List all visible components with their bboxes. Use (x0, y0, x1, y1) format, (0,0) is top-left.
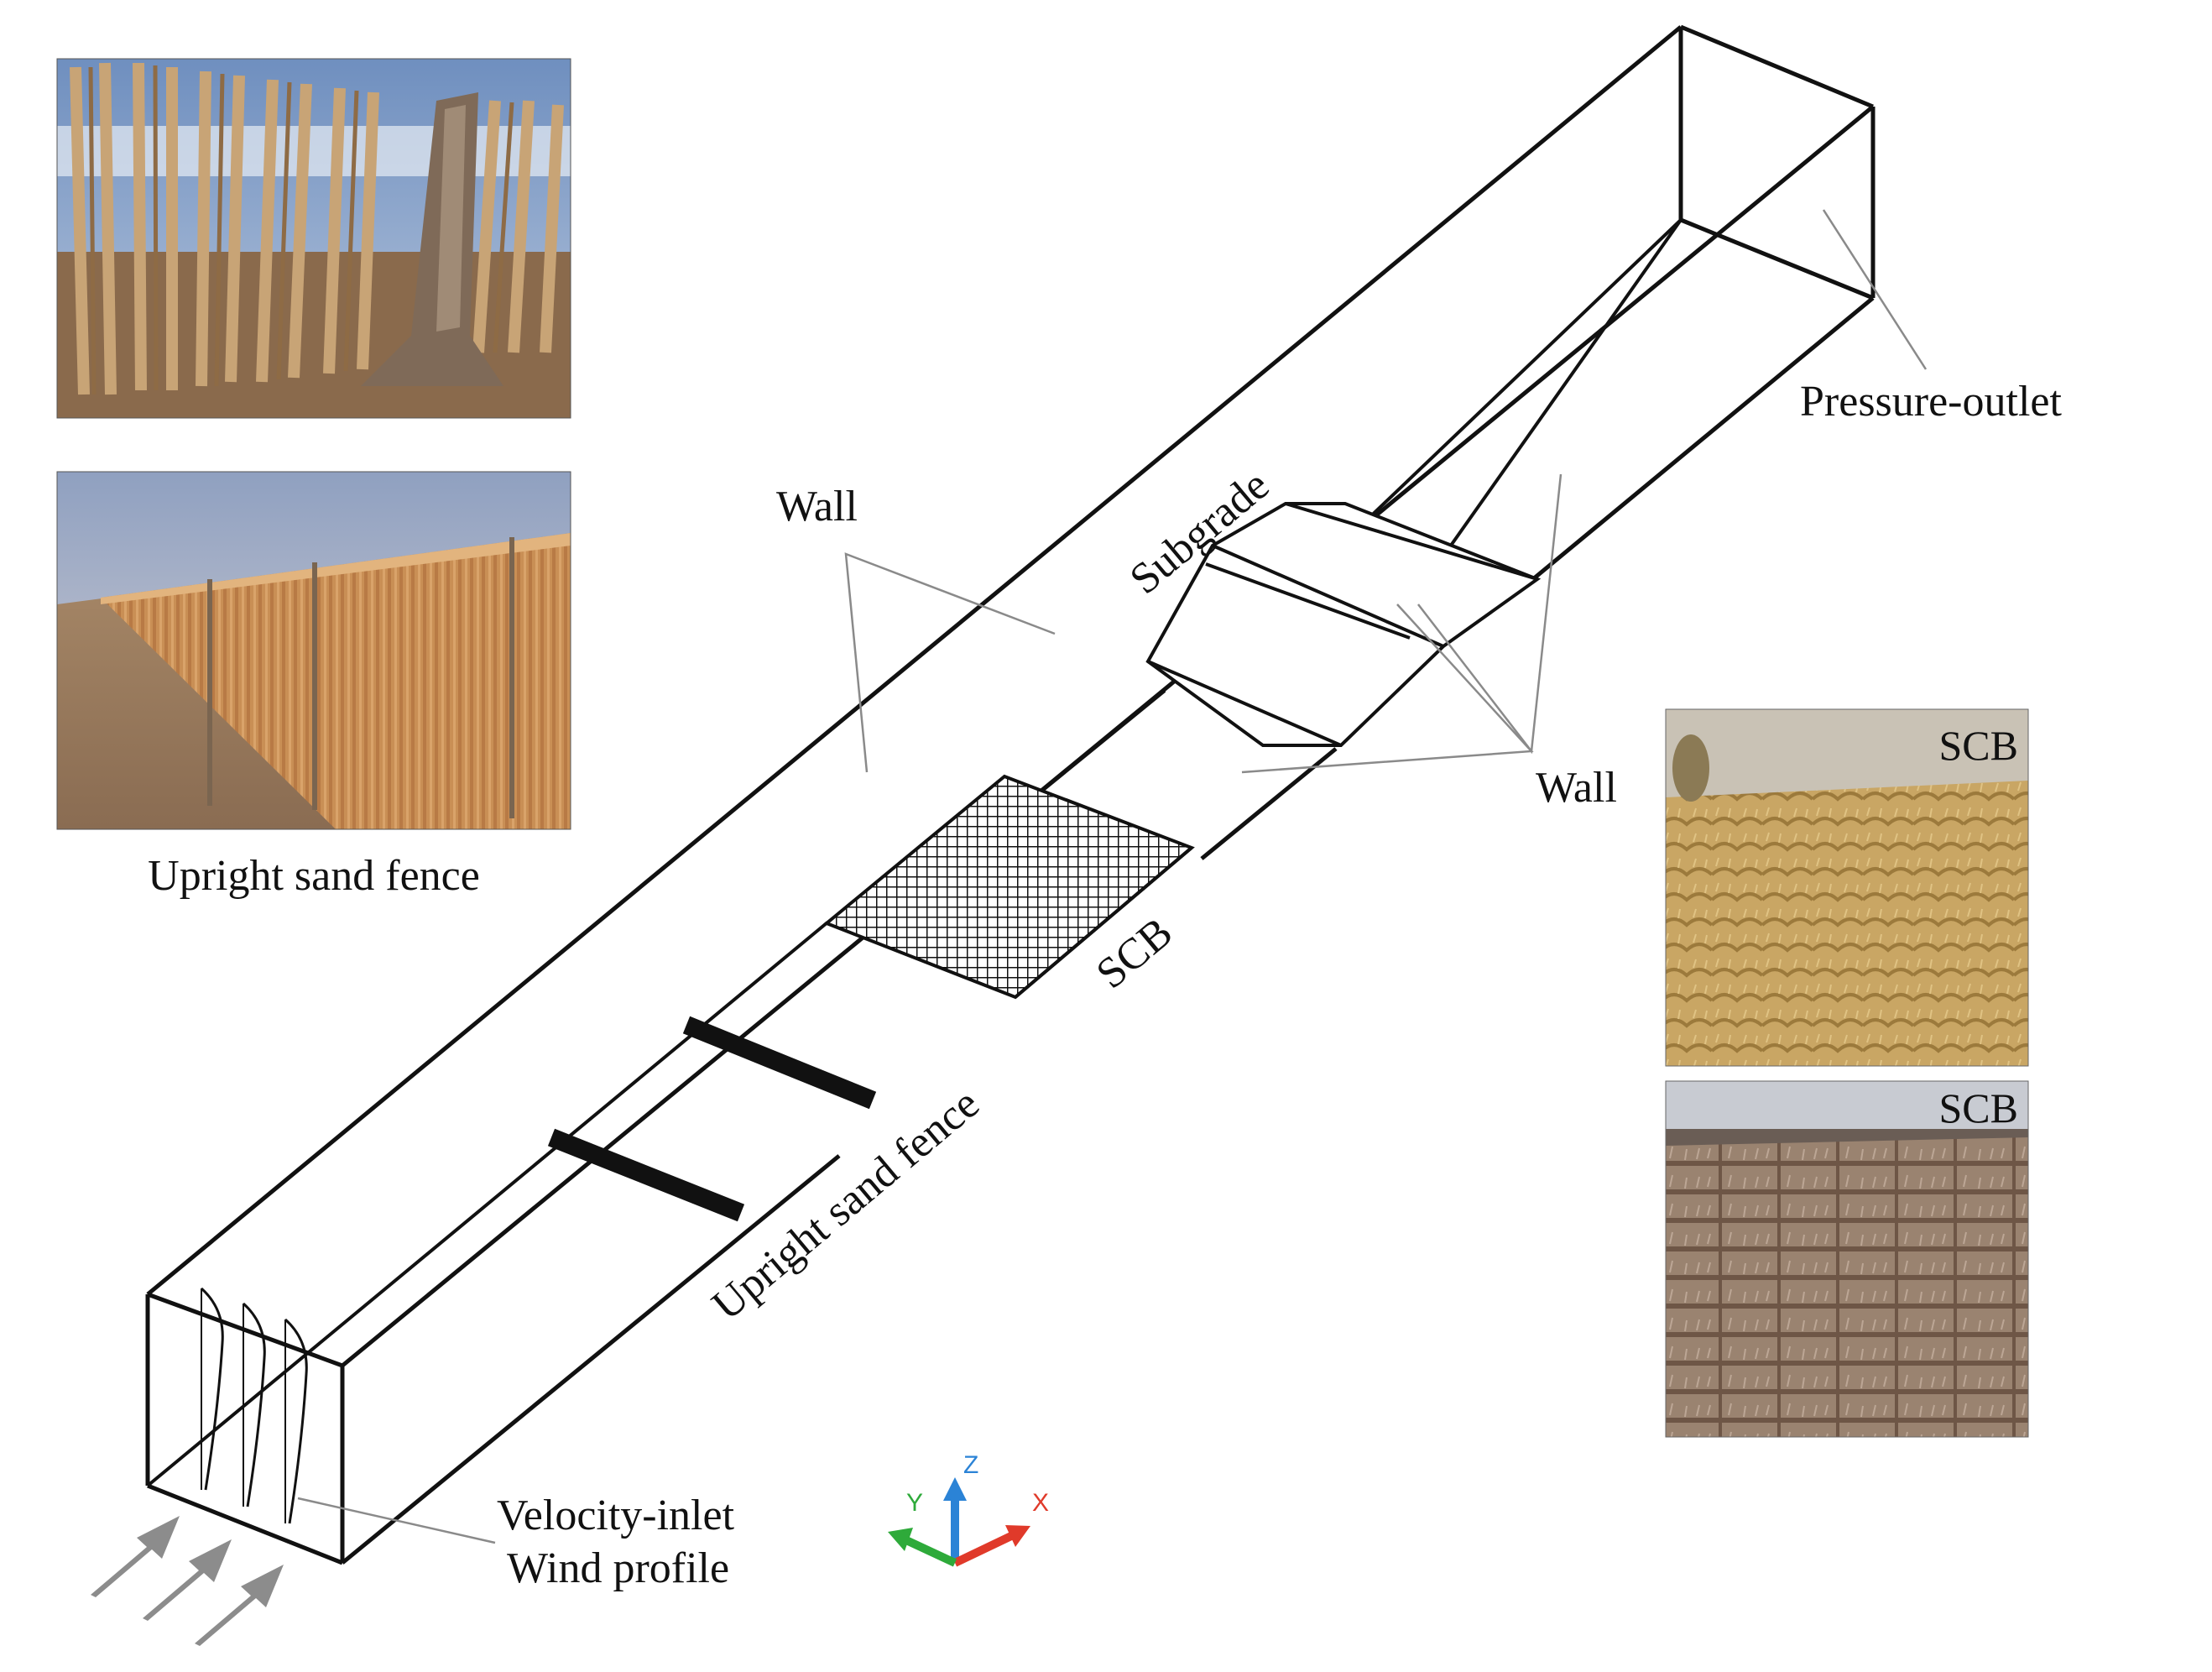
leader-lines (297, 209, 1928, 1544)
wind-arrows (91, 1516, 284, 1646)
wall-label-right: Wall (1536, 764, 1617, 812)
domain-inlet-top (147, 1292, 343, 1368)
axis-y-icon (904, 1536, 957, 1567)
scb-photo-tag-top: SCB (1938, 722, 2018, 769)
wind-profile-curves (201, 1287, 308, 1524)
wall-label-top: Wall (776, 483, 858, 530)
fence-bar-1 (682, 1016, 877, 1110)
wind-arrow-3 (195, 1565, 284, 1646)
domain-outlet-top (1680, 24, 1874, 109)
wind-arrow-2 (143, 1539, 232, 1621)
domain-top-left-edge (146, 25, 1682, 1296)
photo-scb-top: SCB (1665, 708, 2029, 1067)
scb-photo-tag-bottom: SCB (1938, 1084, 2018, 1131)
upright-sand-fences (547, 1016, 877, 1222)
photo-scb-bottom: SCB (1665, 1080, 2029, 1438)
axis-triad: Z X Y (888, 1451, 1049, 1567)
photo-fence-closeup (56, 58, 571, 419)
fence-photo-caption: Upright sand fence (148, 852, 480, 900)
axis-z-label: Z (963, 1451, 978, 1479)
subgrade-block (1145, 502, 1542, 747)
axis-y-label: Y (906, 1489, 923, 1517)
pressure-outlet-label: Pressure-outlet (1800, 378, 2062, 426)
fence-bar-2 (547, 1128, 745, 1222)
wind-arrow-1 (91, 1516, 180, 1597)
inlet-bottom-edge (147, 1483, 343, 1565)
axis-x-label: X (1032, 1489, 1049, 1517)
upright-fence-domain-label: Upright sand fence (703, 1079, 989, 1330)
velocity-inlet-label: Velocity-inlet (497, 1492, 735, 1539)
photo-fence-row (56, 471, 571, 830)
domain-bottom-right-edge (341, 1154, 841, 1565)
wind-profile-label: Wind profile (507, 1544, 729, 1592)
axis-x-icon (952, 1532, 1014, 1567)
outlet-bottom-edge (1680, 217, 1874, 300)
